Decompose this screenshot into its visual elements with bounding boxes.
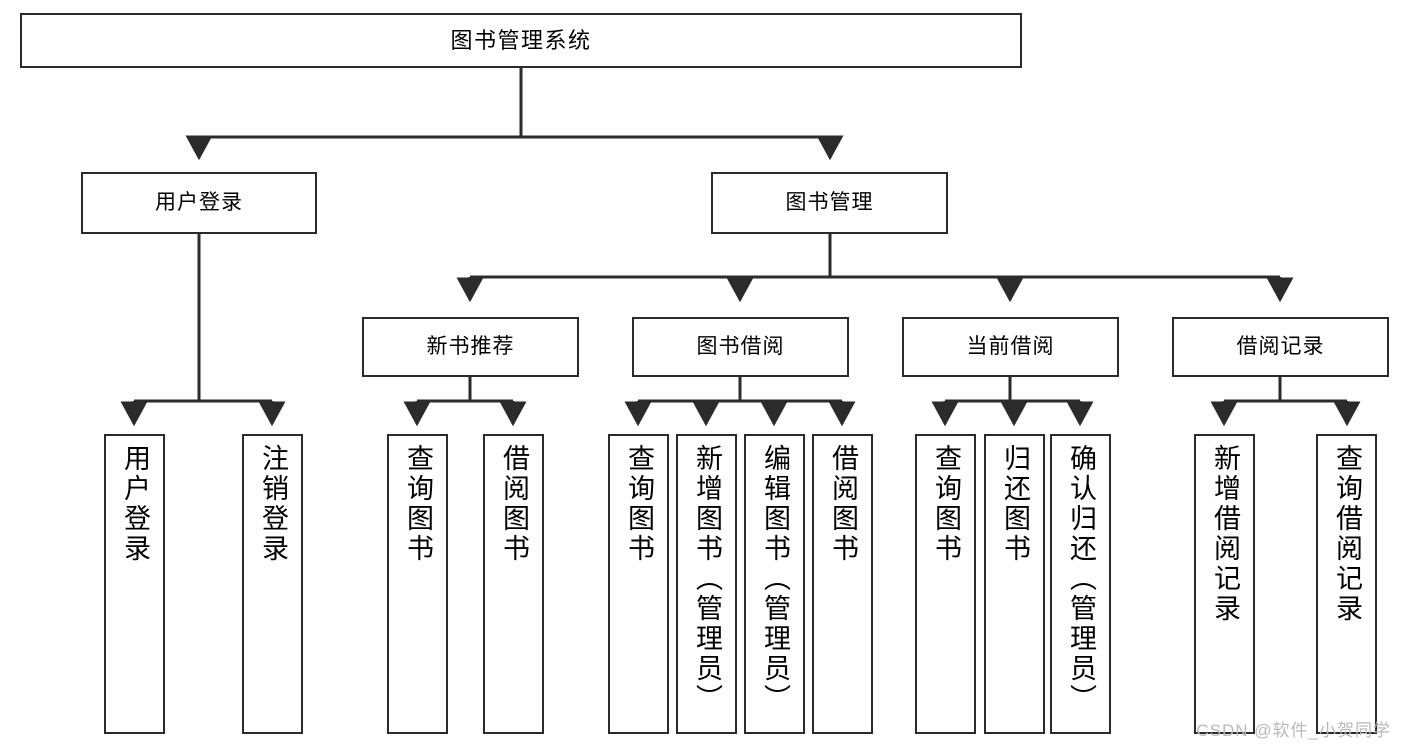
node-label: 查询图书 <box>931 444 961 564</box>
node-label: 图书借阅 <box>696 334 785 358</box>
node-label: 借阅图书 <box>828 444 858 564</box>
node-current-borrow[interactable]: 当前借阅 <box>902 317 1119 377</box>
node-label: 查询图书 <box>403 444 433 564</box>
node-root-book-management-system[interactable]: 图书管理系统 <box>20 13 1022 68</box>
node-label: 用户登录 <box>155 190 243 214</box>
leaf-user-login-login[interactable]: 用户登录 <box>104 434 165 734</box>
node-book-management[interactable]: 图书管理 <box>711 172 948 234</box>
node-label: 新增借阅记录 <box>1210 444 1240 624</box>
leaf-book-borrow-edit-book-admin[interactable]: 编辑图书（管理员） <box>744 434 805 734</box>
leaf-book-borrow-borrow-book[interactable]: 借阅图书 <box>812 434 873 734</box>
node-label: 注销登录 <box>258 444 288 564</box>
node-book-borrow[interactable]: 图书借阅 <box>632 317 849 377</box>
leaf-book-borrow-query-book[interactable]: 查询图书 <box>608 434 669 734</box>
node-label: 借阅记录 <box>1236 334 1325 358</box>
node-user-login[interactable]: 用户登录 <box>81 172 317 234</box>
node-label: 查询图书 <box>624 444 654 564</box>
node-label: 借阅图书 <box>499 444 529 564</box>
node-label: 用户登录 <box>120 444 150 564</box>
leaf-user-login-logout[interactable]: 注销登录 <box>242 434 303 734</box>
csdn-watermark: CSDN @软件_小贺同学 <box>1196 721 1391 740</box>
node-label: 查询借阅记录 <box>1332 444 1362 624</box>
node-label: 确认归还（管理员） <box>1066 444 1096 714</box>
leaf-new-book-query-book[interactable]: 查询图书 <box>387 434 448 734</box>
node-borrow-record[interactable]: 借阅记录 <box>1172 317 1389 377</box>
node-label: 归还图书 <box>1000 444 1030 564</box>
node-label: 图书管理系统 <box>450 27 592 53</box>
leaf-borrow-record-query-record[interactable]: 查询借阅记录 <box>1316 434 1377 734</box>
node-new-book-recommend[interactable]: 新书推荐 <box>362 317 579 377</box>
node-label: 新书推荐 <box>426 334 515 358</box>
leaf-book-borrow-add-book-admin[interactable]: 新增图书（管理员） <box>676 434 737 734</box>
leaf-borrow-record-add-record[interactable]: 新增借阅记录 <box>1194 434 1255 734</box>
node-label: 当前借阅 <box>966 334 1055 358</box>
node-label: 编辑图书（管理员） <box>760 444 790 714</box>
node-label: 新增图书（管理员） <box>692 444 722 714</box>
node-label: 图书管理 <box>785 190 874 214</box>
leaf-new-book-borrow-book[interactable]: 借阅图书 <box>483 434 544 734</box>
leaf-current-borrow-query-book[interactable]: 查询图书 <box>915 434 976 734</box>
leaf-current-borrow-return-book[interactable]: 归还图书 <box>984 434 1045 734</box>
leaf-current-borrow-confirm-return-admin[interactable]: 确认归还（管理员） <box>1050 434 1111 734</box>
